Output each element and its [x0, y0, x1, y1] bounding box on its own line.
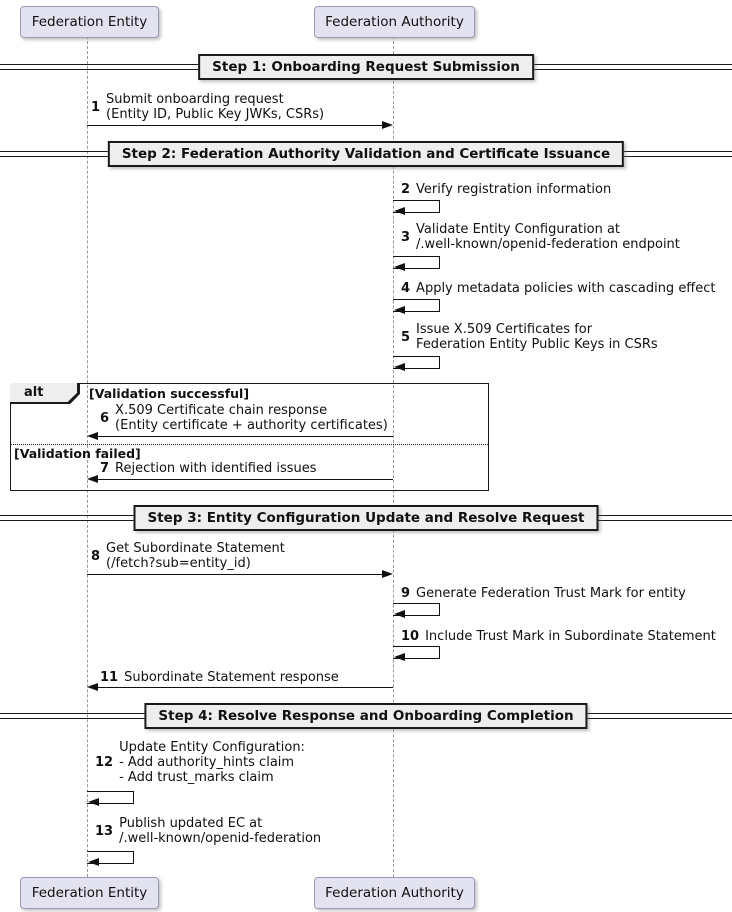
message-1-label: 1 Submit onboarding request (Entity ID, …	[91, 92, 324, 122]
message-3-label: 3 Validate Entity Configuration at /.wel…	[401, 222, 680, 252]
alt-operator-tab: alt	[10, 383, 77, 402]
divider-step2: Step 2: Federation Authority Validation …	[107, 141, 625, 167]
arrowhead-left-icon	[394, 653, 405, 661]
message-4-label: 4 Apply metadata policies with cascading…	[401, 281, 716, 296]
message-number: 13	[95, 823, 114, 839]
participant-federation-entity-top: Federation Entity	[20, 6, 159, 38]
message-number: 11	[100, 670, 119, 685]
message-text: Rejection with identified issues	[115, 461, 317, 476]
message-10-self-arrow	[393, 646, 440, 659]
message-text: - Add trust_marks claim	[119, 770, 274, 785]
message-1-arrow	[87, 125, 383, 126]
message-5-self-arrow	[393, 356, 440, 369]
message-number: 9	[401, 586, 411, 601]
message-3-self-arrow	[393, 256, 440, 269]
message-number: 3	[401, 229, 411, 245]
participant-federation-authority-top: Federation Authority	[314, 6, 475, 38]
arrowhead-right-icon	[382, 570, 393, 578]
divider-label: Step 3: Entity Configuration Update and …	[147, 510, 585, 526]
message-text: Publish updated EC at	[119, 816, 263, 831]
arrowhead-left-icon	[394, 610, 405, 618]
message-7-label: 7 Rejection with identified issues	[100, 461, 317, 476]
message-9-label: 9 Generate Federation Trust Mark for ent…	[401, 586, 686, 601]
divider-label: Step 2: Federation Authority Validation …	[121, 146, 611, 162]
message-text: Update Entity Configuration:	[119, 740, 305, 755]
arrowhead-left-icon	[87, 475, 98, 483]
message-2-label: 2 Verify registration information	[401, 182, 611, 197]
lifeline-federation-authority	[393, 36, 394, 877]
message-2-self-arrow	[393, 200, 440, 213]
divider-label: Step 1: Onboarding Request Submission	[212, 59, 520, 75]
arrowhead-left-icon	[394, 306, 405, 314]
message-number: 1	[91, 99, 101, 115]
message-text: (/fetch?sub=entity_id)	[106, 556, 251, 571]
message-7-arrow	[97, 479, 393, 480]
message-text: /.well-known/openid-federation endpoint	[416, 237, 680, 252]
message-text: Include Trust Mark in Subordinate Statem…	[425, 629, 716, 644]
arrowhead-left-icon	[87, 432, 98, 440]
alt-operator-label: alt	[24, 385, 44, 400]
participant-label: Federation Entity	[31, 14, 148, 30]
divider-step3: Step 3: Entity Configuration Update and …	[133, 505, 599, 531]
alt-guard-failed: [Validation failed]	[14, 446, 141, 461]
alt-guard-success: [Validation successful]	[89, 386, 250, 401]
message-text: Apply metadata policies with cascading e…	[416, 281, 716, 296]
message-11-arrow	[97, 687, 393, 688]
participant-federation-entity-bottom: Federation Entity	[20, 877, 159, 909]
message-text: Issue X.509 Certificates for	[416, 322, 593, 337]
lifeline-federation-entity	[87, 36, 88, 877]
message-text: X.509 Certificate chain response	[115, 403, 328, 418]
participant-label: Federation Authority	[325, 14, 464, 30]
message-text: Validate Entity Configuration at	[416, 222, 621, 237]
message-8-label: 8 Get Subordinate Statement (/fetch?sub=…	[91, 541, 285, 571]
arrowhead-left-icon	[88, 798, 99, 806]
message-6-label: 6 X.509 Certificate chain response (Enti…	[100, 403, 388, 433]
message-9-self-arrow	[393, 603, 440, 616]
message-text: Get Subordinate Statement	[106, 541, 285, 556]
arrowhead-left-icon	[394, 207, 405, 215]
message-number: 8	[91, 548, 101, 564]
arrowhead-left-icon	[394, 263, 405, 271]
participant-federation-authority-bottom: Federation Authority	[314, 877, 475, 909]
message-10-label: 10 Include Trust Mark in Subordinate Sta…	[401, 629, 716, 644]
message-text: Submit onboarding request	[106, 92, 284, 107]
message-13-label: 13 Publish updated EC at /.well-known/op…	[95, 816, 321, 846]
participant-label: Federation Authority	[325, 885, 464, 901]
message-number: 12	[95, 755, 114, 770]
message-5-label: 5 Issue X.509 Certificates for Federatio…	[401, 322, 658, 352]
participant-label: Federation Entity	[31, 885, 148, 901]
message-13-self-arrow	[87, 851, 134, 864]
divider-label: Step 4: Resolve Response and Onboarding …	[158, 708, 574, 724]
message-12-label: 12 Update Entity Configuration: - Add au…	[95, 740, 305, 785]
arrowhead-right-icon	[382, 121, 393, 129]
message-text: Federation Entity Public Keys in CSRs	[416, 337, 658, 352]
message-text: Verify registration information	[416, 182, 612, 197]
message-4-self-arrow	[393, 299, 440, 312]
message-number: 2	[401, 182, 411, 197]
alt-frame: alt [Validation successful] [Validation …	[10, 383, 489, 491]
message-text: Generate Federation Trust Mark for entit…	[416, 586, 686, 601]
message-number: 6	[100, 410, 110, 426]
message-number: 7	[100, 461, 110, 476]
message-number: 5	[401, 329, 411, 345]
message-text: Subordinate Statement response	[124, 670, 339, 685]
message-text: (Entity certificate + authority certific…	[115, 418, 388, 433]
message-12-self-arrow	[87, 791, 134, 804]
arrowhead-left-icon	[87, 683, 98, 691]
divider-step4: Step 4: Resolve Response and Onboarding …	[144, 703, 588, 729]
message-8-arrow	[87, 574, 383, 575]
message-6-arrow	[97, 436, 393, 437]
arrowhead-left-icon	[88, 858, 99, 866]
alt-else-divider	[11, 444, 488, 445]
divider-step1: Step 1: Onboarding Request Submission	[198, 54, 534, 80]
arrowhead-left-icon	[394, 363, 405, 371]
message-text: (Entity ID, Public Key JWKs, CSRs)	[106, 107, 325, 122]
message-number: 10	[401, 629, 420, 644]
message-11-label: 11 Subordinate Statement response	[100, 670, 339, 685]
message-text: /.well-known/openid-federation	[119, 831, 322, 846]
message-number: 4	[401, 281, 411, 296]
message-text: - Add authority_hints claim	[119, 755, 295, 770]
